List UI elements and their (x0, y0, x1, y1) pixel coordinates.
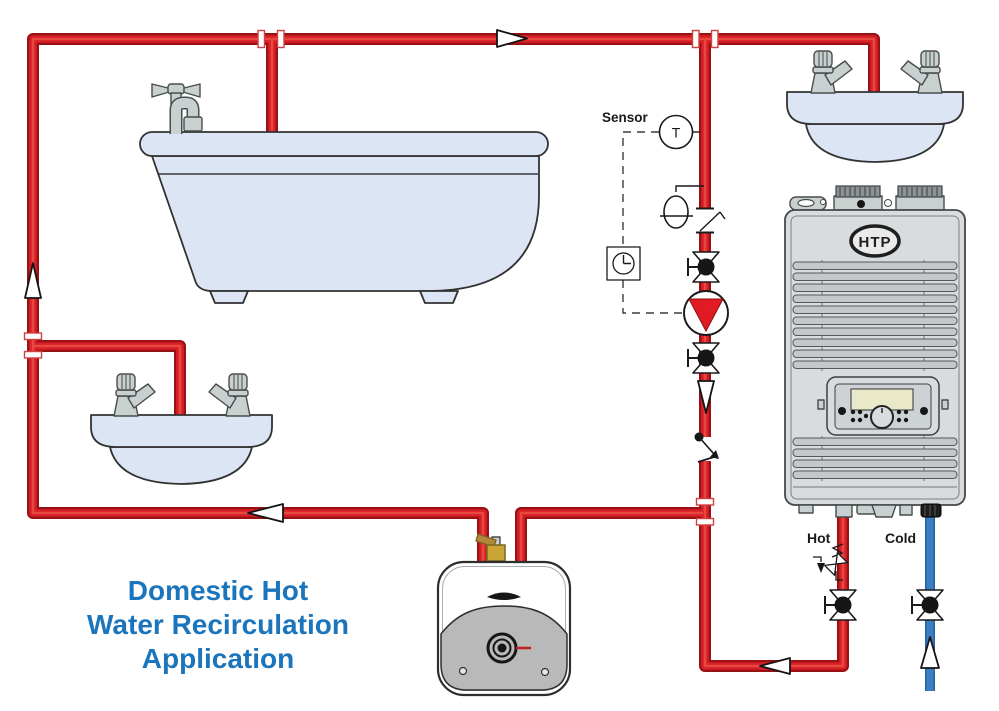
panel-screw (540, 667, 550, 677)
thermostat-knob (486, 632, 531, 664)
panel-buttons (850, 409, 909, 423)
ball-valve (687, 251, 720, 283)
flow-arrows (24, 29, 940, 675)
sensor-label: Sensor (602, 110, 649, 125)
flow-arrow-up-cold (920, 636, 940, 669)
sink-bowl (805, 123, 945, 163)
ball-valve (687, 342, 720, 374)
lower-louvers (792, 436, 958, 488)
bathtub-body (151, 155, 540, 292)
panel-screw (838, 407, 846, 415)
title-line-2: Water Recirculation (87, 609, 349, 640)
title-line-1: Domestic Hot (128, 575, 308, 606)
bathtub-faucet (151, 83, 203, 134)
pipe-union (23, 350, 43, 359)
brand-logo-text: HTP (859, 234, 892, 251)
vent-pipes (789, 185, 945, 211)
sensor-wiring (622, 131, 659, 247)
htp-water-heater: HTP (784, 185, 966, 546)
timer-control (606, 246, 641, 281)
pipe-union (695, 517, 715, 526)
pipe-union (710, 29, 719, 49)
tank-vent (487, 592, 521, 600)
pipe-union (276, 29, 285, 49)
pressure-relief-valve (813, 543, 848, 581)
pipe-union (691, 29, 700, 49)
hot-label: Hot (807, 530, 831, 546)
ball-valve-cold (911, 589, 944, 621)
diagram-title: Domestic Hot Water Recirculation Applica… (87, 575, 349, 674)
mini-tank-water-heater (436, 533, 572, 697)
drain-check-valve (694, 432, 719, 463)
sink-right (786, 50, 964, 163)
control-knob (870, 405, 894, 429)
sink-faucet (900, 50, 943, 94)
sink-rim (786, 91, 964, 125)
pipe-union (257, 29, 266, 49)
recirculation-components: T Sensor (602, 110, 944, 621)
pipe-union (23, 332, 43, 341)
sink-bowl (109, 446, 253, 485)
cold-label: Cold (885, 530, 916, 546)
sink-rim (90, 414, 273, 448)
flow-arrow-up (24, 262, 42, 299)
cold-inlet-fitting (920, 503, 942, 518)
flow-arrow-left (759, 657, 791, 675)
temperature-sensor: T (658, 114, 694, 150)
sink-faucet (810, 50, 853, 94)
panel-screw (458, 666, 468, 676)
bathtub-rim (139, 131, 549, 157)
expansion-tank (660, 185, 704, 229)
ball-valve-hot (824, 589, 857, 621)
flow-arrow-left (247, 503, 284, 523)
htp-logo: HTP (849, 224, 901, 258)
sink-left (90, 373, 273, 485)
panel-screw (920, 407, 928, 415)
flow-arrow-right (496, 29, 528, 48)
bathtub (139, 83, 549, 304)
upper-louvers (792, 260, 958, 371)
sink-faucet (113, 373, 156, 417)
bottom-fittings (798, 503, 942, 518)
spout-tip (183, 116, 203, 132)
sink-faucet (208, 373, 251, 417)
pipe-union (695, 497, 715, 506)
pump-wiring (622, 280, 684, 314)
pipe-unions (23, 29, 719, 526)
check-valve (696, 207, 726, 234)
control-panel (817, 376, 949, 436)
sensor-symbol-text: T (672, 125, 681, 141)
vent-pipe (895, 195, 945, 211)
title-line-3: Application (142, 643, 294, 674)
bathtub-foot (209, 290, 249, 304)
flow-arrow-down (697, 380, 715, 414)
circulator-pump (683, 290, 729, 336)
bathtub-foot (419, 290, 459, 304)
